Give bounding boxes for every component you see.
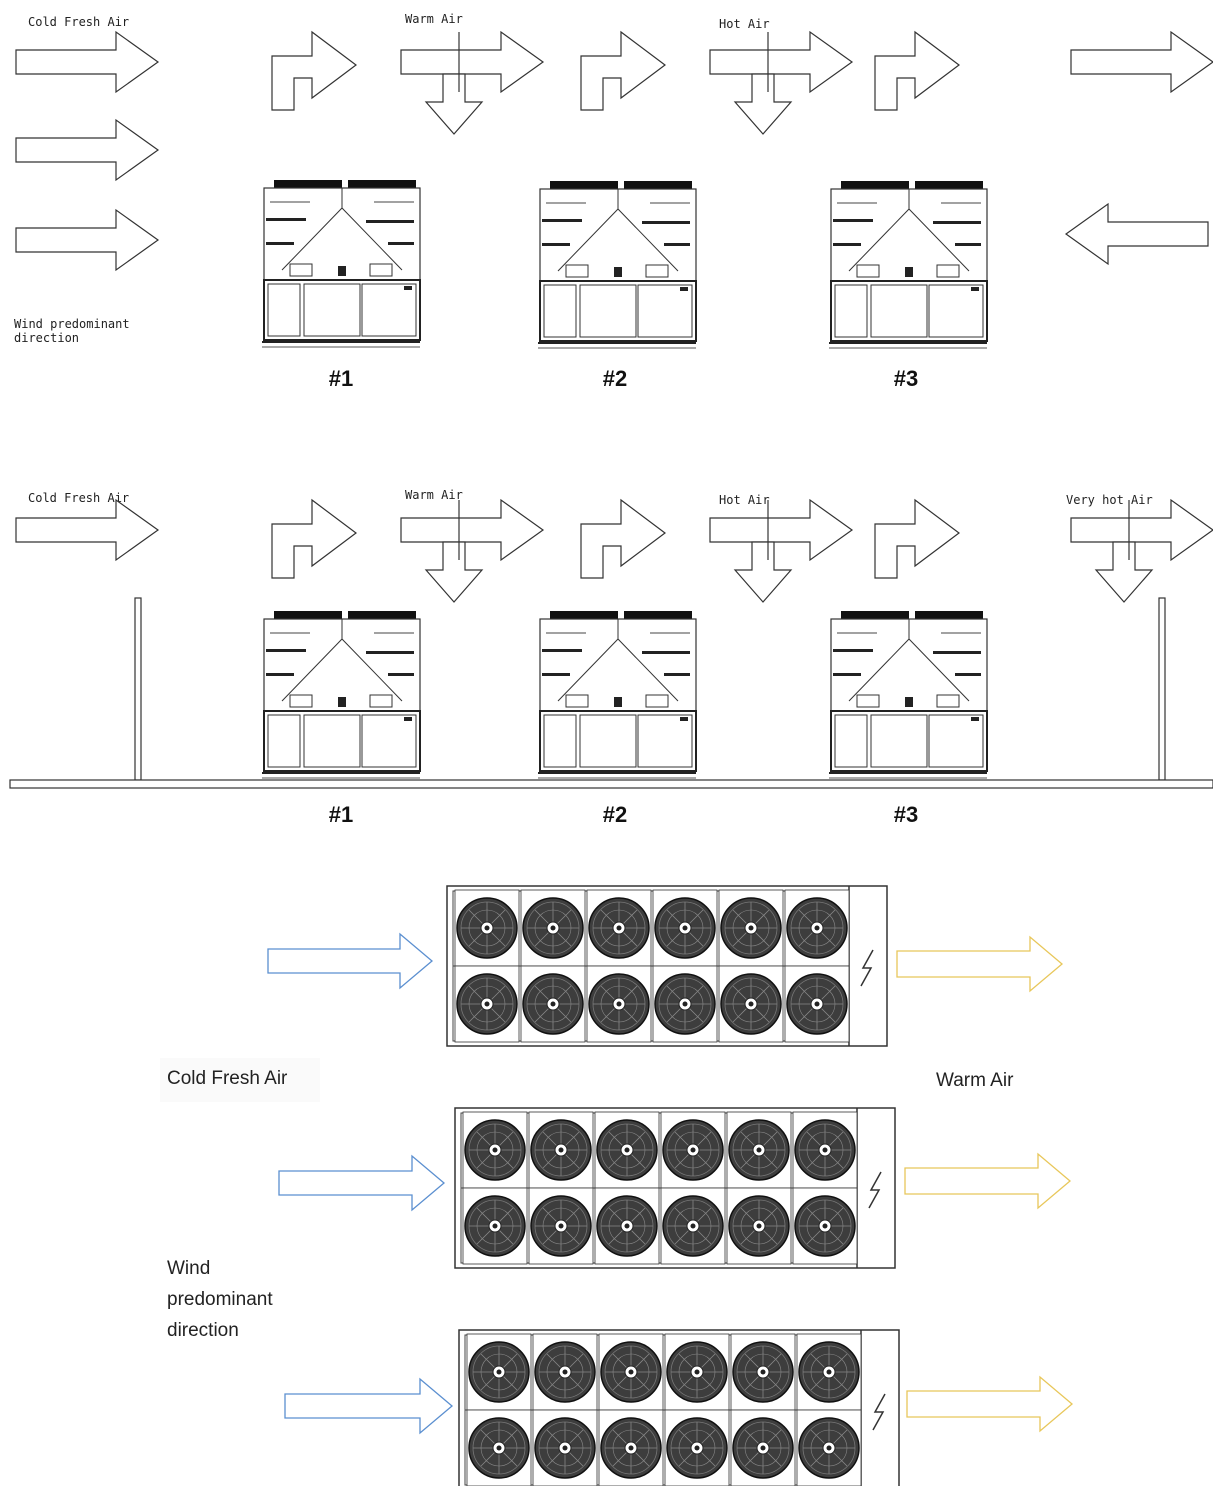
recirculation-arrow-icon <box>709 31 853 135</box>
airflow-arrow-icon <box>15 209 159 271</box>
hot-air-label: Hot Air <box>719 17 770 31</box>
very-hot-air-label: Very hot Air <box>1066 493 1153 507</box>
wind-label-line1: Wind <box>167 1258 210 1279</box>
chiller-unit-2 <box>537 610 697 779</box>
chiller-unit-1 <box>261 610 421 779</box>
diagram-walled-site: Cold Fresh Air Warm Air Hot Air Very hot… <box>9 488 1213 827</box>
inlet-arrow-icon <box>267 932 434 990</box>
hot-air-label: Hot Air <box>719 493 770 507</box>
warm-air-label: Warm Air <box>405 488 463 502</box>
diagram-open-site: Cold Fresh Air Warm Air Hot Air Wind pre… <box>14 12 1213 391</box>
unit-number-label: #1 <box>329 366 353 391</box>
wind-label-line2: predominant <box>167 1289 273 1310</box>
airflow-arrow-icon <box>15 499 159 561</box>
unit-number-label: #3 <box>894 802 918 827</box>
rising-air-arrow-icon <box>874 499 960 579</box>
rising-air-arrow-icon <box>874 31 960 111</box>
unit-number-label: #2 <box>603 366 627 391</box>
cold-fresh-air-label: Cold Fresh Air <box>28 15 129 29</box>
opposing-wind-arrow-icon <box>1065 203 1209 265</box>
recirculation-arrow-icon <box>1070 499 1213 603</box>
unit-number-label: #2 <box>603 802 627 827</box>
recirculation-arrow-icon <box>709 499 853 603</box>
recirculation-arrow-icon <box>400 31 544 135</box>
rising-air-arrow-icon <box>580 31 666 111</box>
chiller-unit-3 <box>828 180 988 349</box>
chiller-unit-3 <box>828 610 988 779</box>
fan-module-1 <box>447 886 887 1046</box>
rising-air-arrow-icon <box>580 499 666 579</box>
ground-slab <box>9 779 1213 789</box>
fan-module-3 <box>459 1330 899 1486</box>
cold-fresh-air-label: Cold Fresh Air <box>28 491 129 505</box>
wall-right <box>1158 597 1166 781</box>
diagram-top-view: Cold Fresh Air Warm Air Wind predominant… <box>160 886 1074 1486</box>
outlet-arrow-icon <box>906 1375 1074 1433</box>
outlet-arrow-icon <box>896 935 1064 993</box>
recirculation-arrow-icon <box>400 499 544 603</box>
outlet-arrow-icon <box>904 1152 1072 1210</box>
chiller-unit-1 <box>261 179 421 348</box>
unit-number-label: #1 <box>329 802 353 827</box>
rising-air-arrow-icon <box>271 31 357 111</box>
unit-number-label: #3 <box>894 366 918 391</box>
inlet-arrow-icon <box>278 1154 446 1212</box>
fan-module-2 <box>455 1108 895 1268</box>
label-backdrop <box>160 1058 320 1102</box>
airflow-arrow-icon <box>1070 31 1213 93</box>
inlet-arrow-icon <box>284 1377 454 1435</box>
airflow-arrow-icon <box>15 119 159 181</box>
cold-fresh-air-label: Cold Fresh Air <box>167 1068 288 1089</box>
rising-air-arrow-icon <box>271 499 357 579</box>
warm-air-label: Warm Air <box>936 1070 1014 1091</box>
warm-air-label: Warm Air <box>405 12 463 26</box>
wall-left <box>134 597 142 781</box>
wind-direction-label-line1: Wind predominant <box>14 317 130 331</box>
wind-label-line3: direction <box>167 1320 239 1341</box>
chiller-unit-2 <box>537 180 697 349</box>
airflow-arrow-icon <box>15 31 159 93</box>
wind-direction-label-line2: direction <box>14 331 79 345</box>
